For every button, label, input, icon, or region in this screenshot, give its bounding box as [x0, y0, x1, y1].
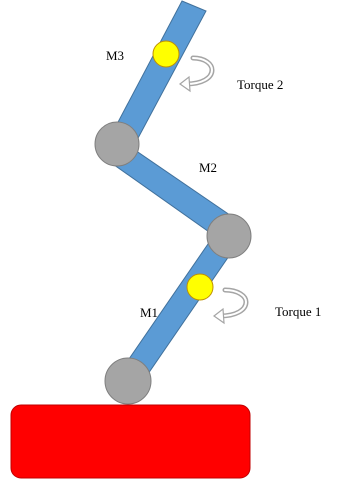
label-torque-2: Torque 2 [237, 77, 283, 92]
robot-base [10, 404, 251, 479]
joint-base [104, 357, 152, 405]
curved-arrow-icon [212, 287, 249, 325]
label-m2: M2 [199, 160, 217, 175]
curved-arrow-icon [178, 55, 215, 93]
joint-elbow-lower [206, 213, 252, 259]
label-torque-1: Torque 1 [275, 304, 321, 319]
motor-m1 [186, 273, 214, 301]
label-m1: M1 [140, 305, 158, 320]
joint-elbow-upper [94, 121, 140, 167]
motor-m3 [152, 40, 180, 68]
label-m3: M3 [106, 48, 124, 63]
